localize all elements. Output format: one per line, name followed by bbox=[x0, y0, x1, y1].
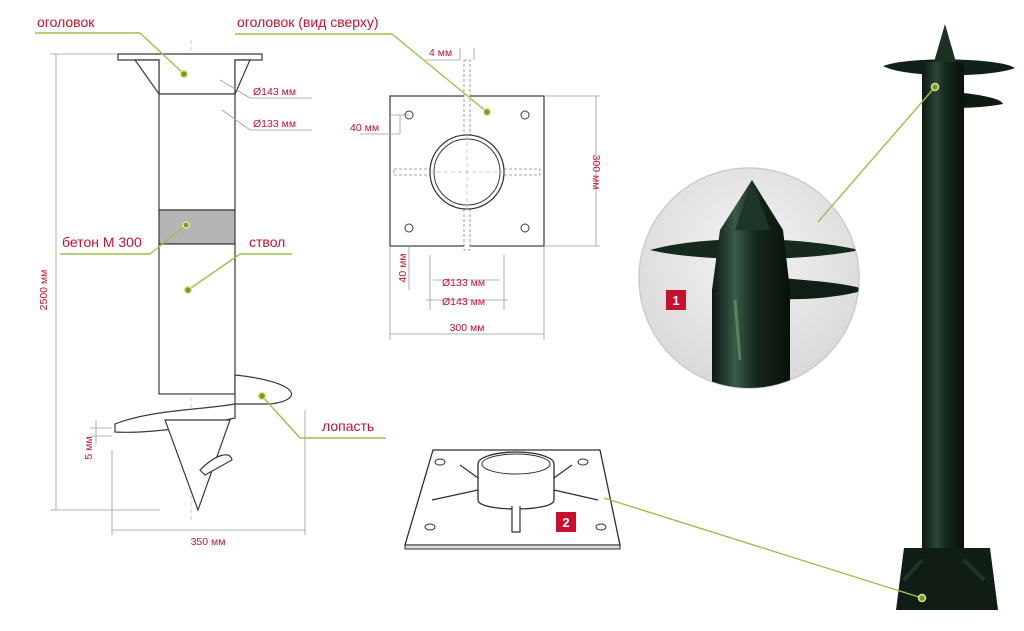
label-head: оголовок bbox=[37, 14, 95, 30]
dim-width-350: 350 мм bbox=[191, 536, 226, 548]
zoom-circle bbox=[638, 167, 860, 389]
marker-shaft bbox=[183, 285, 193, 295]
dim-slot-4: 4 мм bbox=[429, 47, 452, 59]
bolt-hole bbox=[404, 223, 414, 233]
dim-ring-133: Ø133 мм bbox=[442, 277, 485, 289]
dim-offset-40-bottom: 40 мм bbox=[397, 253, 409, 282]
bolt-hole bbox=[520, 110, 530, 120]
bolt-hole bbox=[520, 223, 530, 233]
marker-head-top bbox=[482, 107, 492, 117]
head-gusset-left bbox=[133, 59, 160, 96]
label-concrete: бетон М 300 bbox=[62, 234, 142, 250]
badge-2: 2 bbox=[556, 512, 576, 532]
head-3d-view bbox=[404, 449, 621, 550]
pile-photo-shaft bbox=[922, 62, 964, 587]
dim-shaft-133: Ø133 мм bbox=[253, 118, 296, 130]
marker-blade bbox=[257, 391, 267, 401]
badge-1-text: 1 bbox=[672, 293, 679, 308]
dim-head-143: Ø143 мм bbox=[253, 86, 296, 98]
blade-left bbox=[114, 403, 236, 433]
head-top-view bbox=[389, 59, 545, 251]
badge-1: 1 bbox=[666, 290, 686, 310]
marker-photo-head bbox=[930, 82, 940, 92]
dim-offset-40-top: 40 мм bbox=[350, 122, 379, 134]
marker-head bbox=[179, 69, 189, 79]
side-dimensions: 2500 мм 350 мм 5 мм Ø143 мм Ø133 мм bbox=[38, 53, 312, 548]
shaft-upper bbox=[158, 93, 236, 211]
top-label: оголовок (вид сверху) bbox=[235, 14, 492, 117]
label-blade: лопасть bbox=[322, 418, 374, 434]
dim-blade-5: 5 мм bbox=[83, 436, 95, 459]
marker-concrete bbox=[182, 221, 190, 229]
bolt-holes bbox=[404, 110, 530, 233]
dim-height-2500: 2500 мм bbox=[38, 270, 50, 311]
top-dimensions: 4 мм 40 мм 300 мм 40 мм Ø133 мм Ø143 мм … bbox=[350, 47, 602, 340]
side-labels: оголовок бетон М 300 ствол лопасть bbox=[35, 14, 386, 439]
shaft-lower bbox=[158, 243, 236, 395]
tip-spiral bbox=[199, 454, 233, 476]
marker-photo-flange bbox=[917, 593, 927, 603]
pile-photo bbox=[883, 24, 1015, 610]
dim-ring-143: Ø143 мм bbox=[442, 296, 485, 308]
label-head-top: оголовок (вид сверху) bbox=[237, 14, 379, 30]
concrete-band bbox=[158, 209, 236, 245]
photo-leaders bbox=[603, 82, 940, 603]
label-shaft: ствол bbox=[249, 234, 285, 250]
head-gusset-right bbox=[234, 59, 251, 95]
dim-width-300: 300 мм bbox=[450, 322, 485, 334]
badge-2-text: 2 bbox=[562, 515, 569, 530]
dim-height-300: 300 мм bbox=[590, 155, 602, 190]
